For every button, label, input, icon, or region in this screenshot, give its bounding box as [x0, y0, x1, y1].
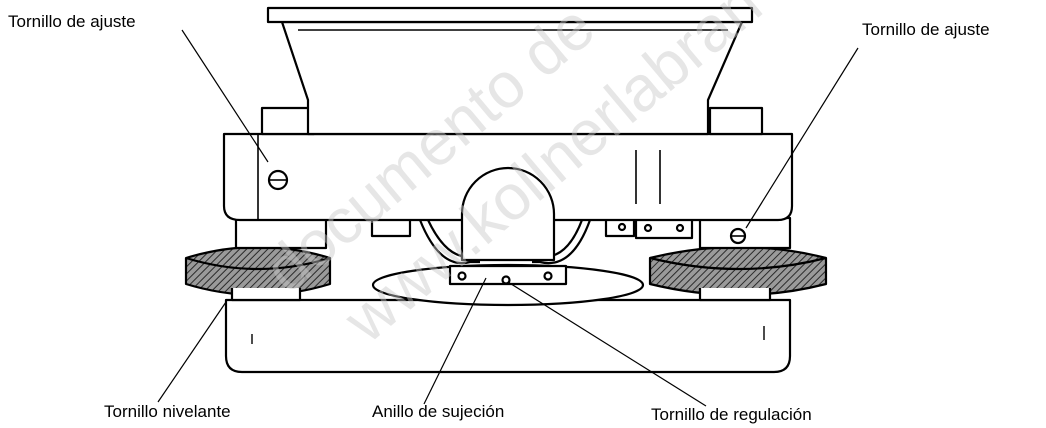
clamp-ring [448, 264, 568, 286]
leader-top-left [181, 29, 269, 163]
funnel-housing [280, 20, 744, 136]
label-clamping-ring: Anillo de sujeción [372, 402, 505, 421]
label-regulating-screw: Tornillo de regulación [651, 405, 812, 424]
label-adjusting-screw-left: Tornillo de ajuste [8, 12, 136, 31]
lens-cylinder [460, 166, 556, 262]
leader-top-right [745, 47, 859, 229]
label-adjusting-screw-right: Tornillo de ajuste [862, 20, 990, 39]
leveling-screw-right-shape [648, 245, 828, 302]
label-leveling-screw: Tornillo nivelante [104, 402, 231, 421]
leader-bottom-center [423, 277, 487, 405]
base-plate [224, 298, 792, 374]
top-plate [266, 6, 754, 24]
leader-bottom-left [157, 301, 227, 403]
leader-bottom-right [507, 281, 707, 407]
leveling-screw-left-shape [184, 245, 332, 302]
